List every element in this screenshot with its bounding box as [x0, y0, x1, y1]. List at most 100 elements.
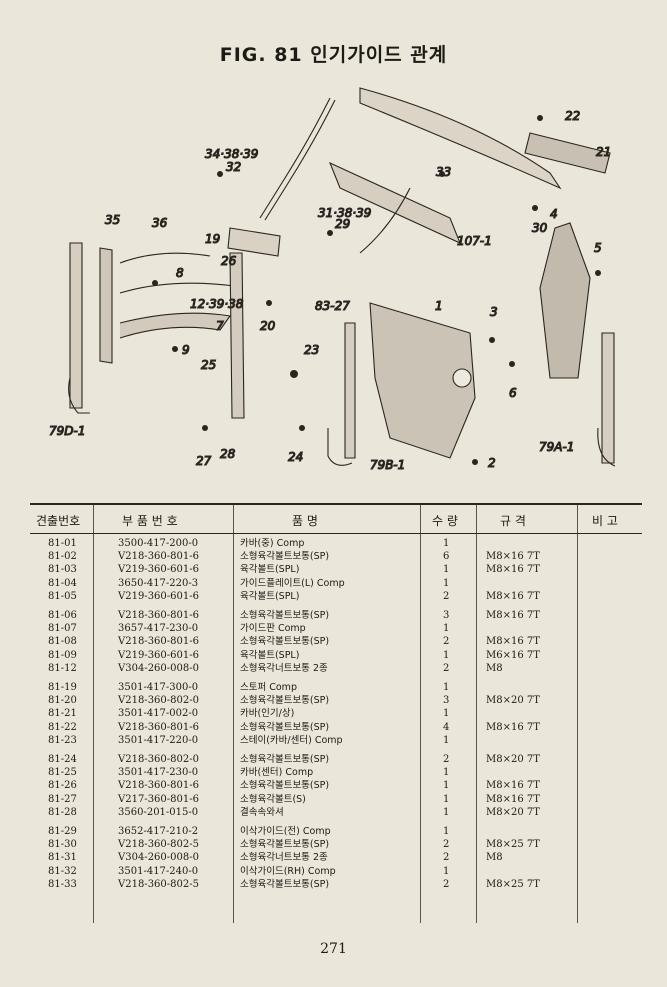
row-spec: M8×25 7T: [486, 878, 540, 890]
row-qty: 1: [443, 767, 450, 779]
row-spec: M8: [486, 662, 503, 674]
row-qty: 1: [443, 826, 450, 837]
row-spec: M8: [486, 852, 503, 864]
svg-text:30: 30: [532, 221, 548, 235]
svg-text:33: 33: [436, 165, 451, 179]
row-part-no: V218-360-801-6: [118, 636, 199, 648]
row-index: 81-28: [48, 806, 77, 818]
svg-text:28: 28: [220, 447, 236, 461]
table-row: 81-25 3501-417-230-0 카바(센터) Comp 1: [30, 766, 642, 779]
svg-text:34·38·39: 34·38·39: [205, 147, 258, 161]
row-part-no: V218-360-802-5: [118, 878, 199, 890]
row-name: 소형육각볼트보통(SP): [240, 780, 330, 792]
svg-text:21: 21: [596, 145, 611, 159]
row-name: 이삭가이드(RH) Comp: [240, 865, 336, 877]
row-index: 81-29: [48, 826, 77, 837]
header-name: 품 명: [292, 514, 318, 528]
row-index: 81-21: [48, 708, 77, 720]
row-qty: 2: [443, 852, 450, 864]
row-index: 81-09: [48, 649, 77, 661]
row-spec: M6×16 7T: [486, 649, 540, 661]
row-index: 81-06: [48, 610, 77, 621]
row-name: 소형육각볼트보통(SP): [240, 610, 330, 621]
svg-text:35: 35: [105, 213, 120, 227]
row-name: 소형육각볼트보통(SP): [240, 878, 330, 890]
row-qty: 2: [443, 590, 450, 602]
svg-text:79D-1: 79D-1: [49, 424, 85, 438]
row-index: 81-19: [48, 682, 77, 693]
row-index: 81-25: [48, 767, 77, 779]
row-qty: 2: [443, 878, 450, 890]
row-index: 81-01: [48, 538, 77, 549]
column-divider: [476, 503, 477, 923]
header-remarks: 비 고: [592, 514, 618, 528]
row-part-no: 3652-417-210-2: [118, 826, 199, 837]
svg-text:27: 27: [196, 454, 212, 468]
svg-text:3: 3: [490, 305, 498, 319]
page-number: 271: [320, 941, 347, 957]
row-name: 카바(센터) Comp: [240, 767, 314, 779]
row-name: 육각볼트(SPL): [240, 590, 300, 602]
row-index: 81-22: [48, 721, 77, 733]
exploded-parts-diagram: 22 21 34·38·39 32 33 4 35 36 8 31·38·39 …: [30, 78, 650, 488]
svg-text:7: 7: [216, 319, 224, 333]
row-name: 소형육각볼트보통(SP): [240, 754, 330, 765]
row-spec: M8×20 7T: [486, 754, 540, 765]
header-part-no: 부 품 번 호: [122, 514, 178, 528]
row-qty: 2: [443, 662, 450, 674]
svg-text:2: 2: [488, 456, 496, 470]
row-part-no: V219-360-601-6: [118, 649, 199, 661]
row-name: 소형육각너트보통 2종: [240, 662, 328, 674]
row-part-no: 3501-417-230-0: [118, 767, 199, 779]
row-spec: M8×20 7T: [486, 806, 540, 818]
svg-text:23: 23: [304, 343, 319, 357]
row-index: 81-27: [48, 793, 77, 805]
row-spec: M8×16 7T: [486, 636, 540, 648]
row-qty: 2: [443, 839, 450, 851]
row-index: 81-07: [48, 623, 77, 635]
row-part-no: V219-360-601-6: [118, 564, 199, 576]
row-part-no: V218-360-801-6: [118, 551, 199, 563]
row-name: 이삭가이드(전) Comp: [240, 826, 331, 837]
row-spec: M8×16 7T: [486, 610, 540, 621]
svg-text:5: 5: [594, 241, 602, 255]
row-qty: 1: [443, 793, 450, 805]
row-part-no: V218-360-802-0: [118, 695, 199, 707]
svg-text:32: 32: [226, 160, 241, 174]
svg-text:20: 20: [260, 319, 276, 333]
svg-text:36: 36: [152, 216, 168, 230]
row-name: 소형육각볼트보통(SP): [240, 839, 330, 851]
row-part-no: 3657-417-230-0: [118, 623, 199, 635]
row-index: 81-08: [48, 636, 77, 648]
row-part-no: 3560-201-015-0: [118, 806, 199, 818]
svg-text:29: 29: [335, 217, 350, 231]
row-qty: 3: [443, 695, 450, 707]
svg-text:9: 9: [182, 343, 190, 357]
svg-text:12·39·38: 12·39·38: [190, 297, 244, 311]
row-part-no: V217-360-801-6: [118, 793, 199, 805]
svg-text:107-1: 107-1: [457, 234, 492, 248]
row-qty: 1: [443, 577, 450, 589]
row-name: 소형육각너트보통 2종: [240, 852, 328, 864]
table-header: 견출번호 부 품 번 호 품 명 수 량 규 격 비 고: [30, 503, 642, 534]
row-name: 결속속와셔: [240, 806, 284, 818]
header-qty: 수 량: [432, 514, 458, 528]
svg-text:83-27: 83-27: [315, 299, 350, 313]
row-index: 81-30: [48, 839, 77, 851]
row-name: 카바(중) Comp: [240, 538, 305, 549]
row-name: 육각볼트(SPL): [240, 649, 300, 661]
